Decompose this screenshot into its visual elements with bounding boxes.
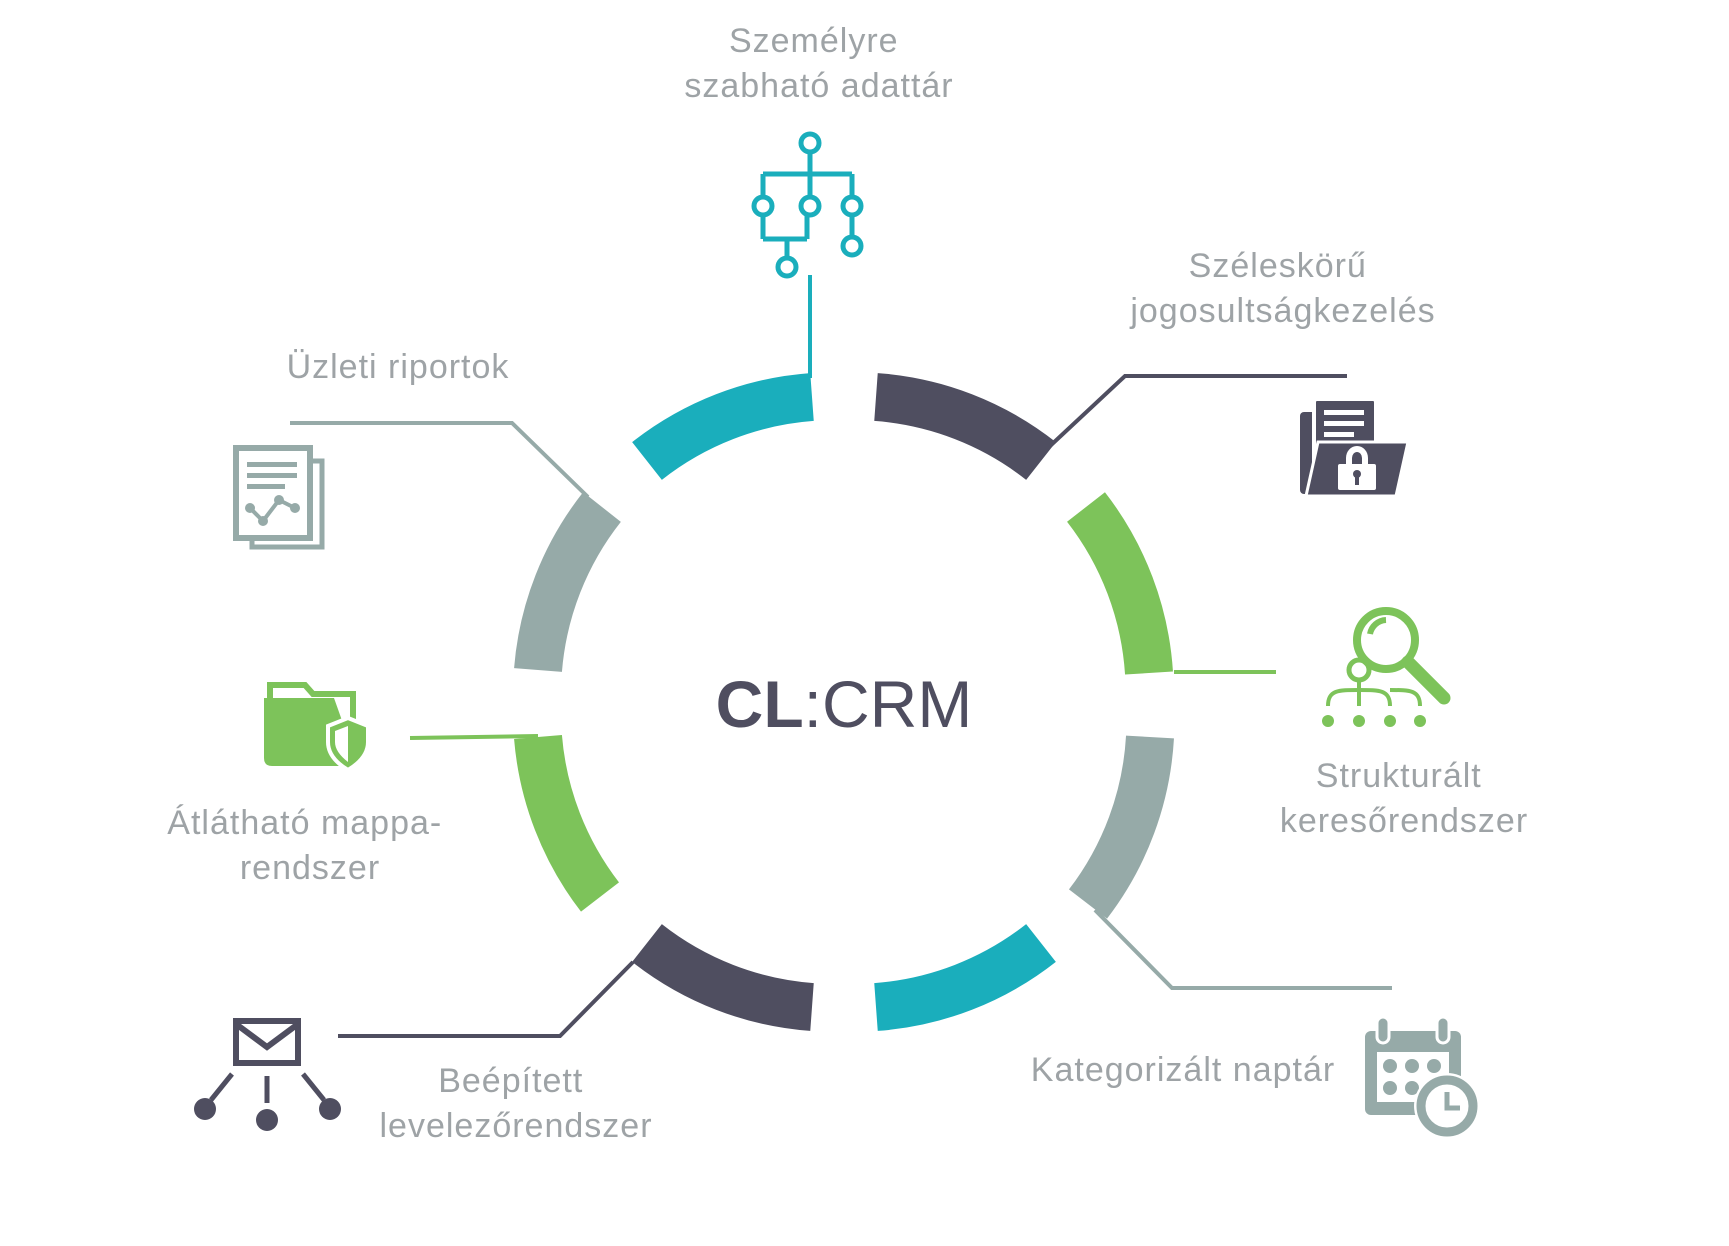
feature-label-search: Strukturált keresőrendszer [1280,757,1528,840]
feature-label-custom-datastore: Személyre szabható adattár [684,22,953,105]
ring-segment-gray-left [514,492,622,673]
connector-top-right [1048,374,1347,448]
feature-label-folders: Átlátható mappa- rendszer [167,804,452,887]
connector-top-left [290,421,590,499]
ring-segment-green-right [1066,492,1173,675]
connectors [290,275,1392,1038]
ring-segment-dark-bottom-left [632,923,815,1031]
locked-folder-icon [1300,397,1410,498]
ring-segment-green-left [514,734,620,912]
connector-bottom-left [338,960,635,1038]
center-label-light: :CRM [804,667,973,741]
feature-label-reports: Üzleti riportok [287,348,510,386]
ring-segment-dark-top-right [873,373,1056,481]
search-tree-icon [1322,607,1451,727]
feature-label-permissions: Széleskörű jogosultságkezelés [1129,247,1435,330]
center-label-bold: CL [716,667,804,741]
connector-left [409,734,539,740]
ring-segment-gray-right [1068,735,1174,919]
calendar-clock-icon [1365,1015,1480,1139]
shield-folder-icon [264,682,370,773]
mail-network-icon [194,1018,341,1131]
ring [514,373,1174,1031]
center-label: CL:CRM [716,667,973,741]
feature-label-mail: Beépített levelezőrendszer [379,1062,652,1145]
connector-bottom-right [1093,908,1392,990]
ring-segment-teal-top [632,373,815,481]
report-chart-icon [233,445,325,550]
ring-segment-teal-bottom-right [873,923,1056,1031]
database-tree-icon [751,131,864,279]
feature-label-calendar: Kategorizált naptár [1031,1051,1335,1089]
